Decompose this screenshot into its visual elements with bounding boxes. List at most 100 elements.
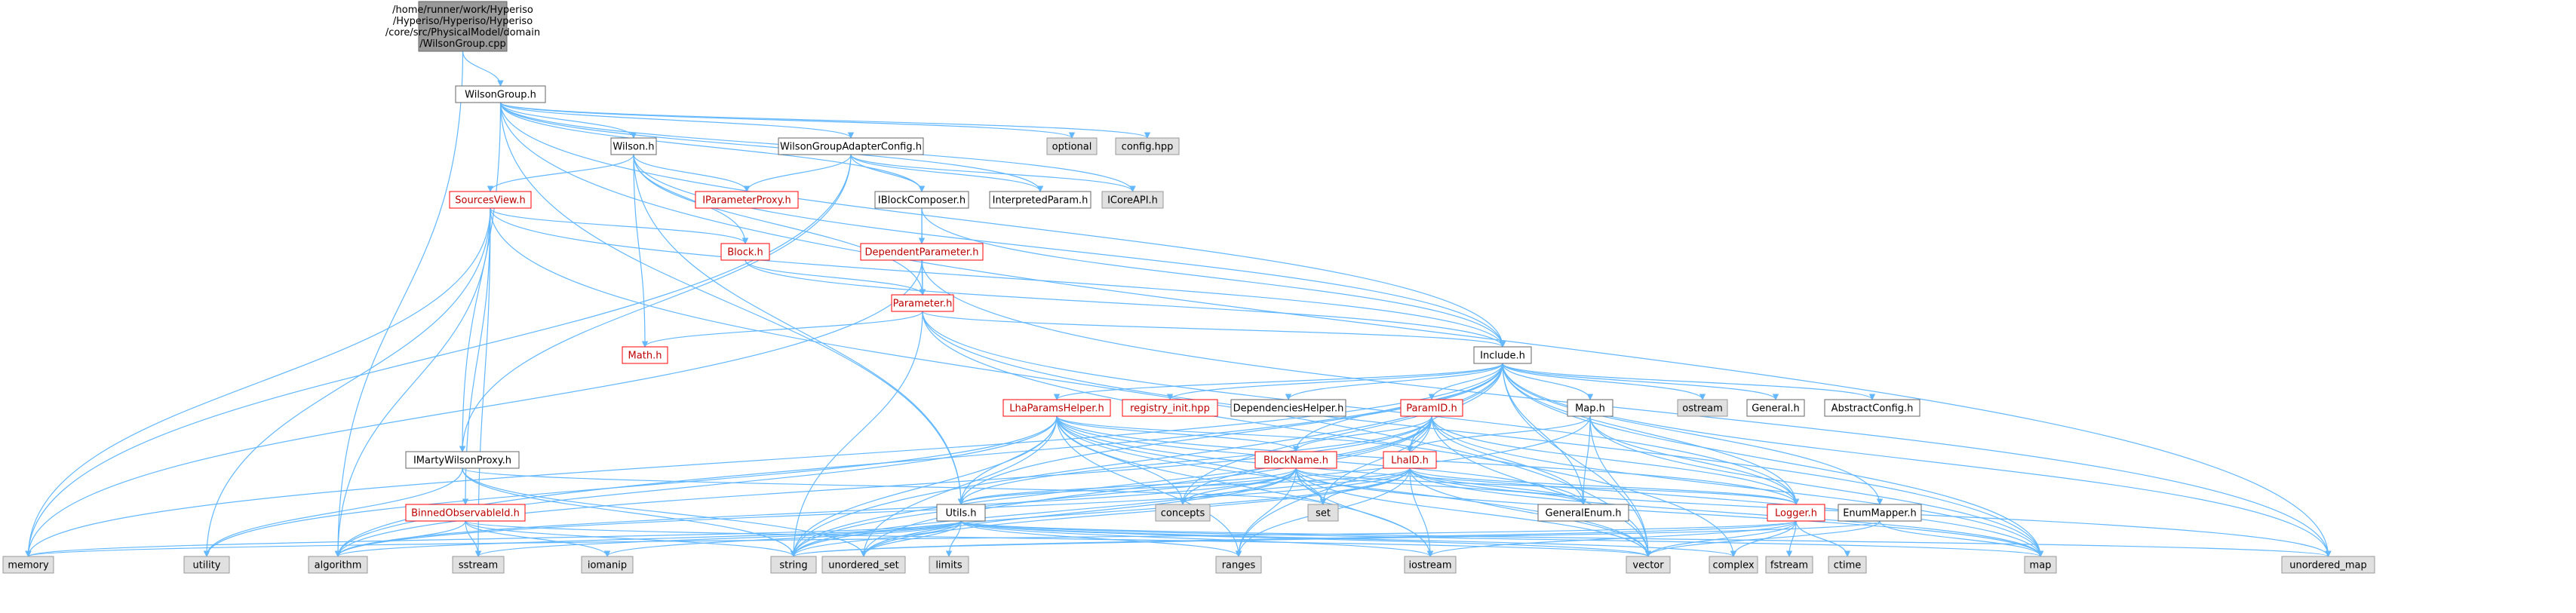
node-box xyxy=(405,504,526,522)
node-dependentparameter-h[interactable]: DependentParameter.h xyxy=(860,243,984,261)
node-binnedobservableid-h[interactable]: BinnedObservableId.h xyxy=(405,504,526,522)
edge-wilsongroup_h-to-config_hpp xyxy=(499,102,1150,139)
node-registry-init-hpp[interactable]: registry_init.hpp xyxy=(1122,399,1218,417)
edge-wgac_h-to-iblockcomposer_h xyxy=(850,154,926,192)
node-label: utility xyxy=(193,560,221,572)
edge-imartywilsonproxy_h-to-set xyxy=(462,467,1326,505)
edge-lhaid_h-to-iostream xyxy=(1409,467,1434,557)
node-label: ParamID.h xyxy=(1406,403,1457,415)
node-box xyxy=(610,137,657,155)
node-block-h[interactable]: Block.h xyxy=(720,243,770,261)
node-abstractconfig-h[interactable]: AbstractConfig.h xyxy=(1824,399,1920,417)
node-map: map xyxy=(2024,556,2057,574)
node-parameter-h[interactable]: Parameter.h xyxy=(891,294,954,312)
node-iostream: iostream xyxy=(1404,556,1457,574)
edge-wgac_h-to-imartywilsonproxy_h xyxy=(459,154,852,452)
node-generalenum-h[interactable]: GeneralEnum.h xyxy=(1537,504,1629,522)
node-enummapper-h[interactable]: EnumMapper.h xyxy=(1838,504,1922,522)
node-label: DependentParameter.h xyxy=(865,247,979,259)
edge-sourcesview_h-to-memory xyxy=(25,207,491,557)
node-box xyxy=(1828,556,1867,574)
edge-lhaparamshelper_h-to-concepts xyxy=(1056,415,1187,505)
edge-lhaparamshelper_h-to-string xyxy=(790,415,1058,557)
node-label: ICoreAPI.h xyxy=(1107,195,1158,207)
edge-paramid_h-to-lhaid_h xyxy=(1406,415,1432,452)
node-set: set xyxy=(1307,504,1339,522)
edge-paramid_h-to-blockname_h xyxy=(1292,415,1432,452)
edge-iblockcomposer_h-to-include_h xyxy=(921,207,1506,348)
edge-include_h-to-logger_h xyxy=(1502,363,1800,505)
node-include-h[interactable]: Include.h xyxy=(1473,346,1532,364)
edge-wilson_h-to-parameter_h xyxy=(633,154,926,296)
node-blockname-h[interactable]: BlockName.h xyxy=(1254,451,1337,469)
edge-blockname_h-to-logger_h xyxy=(1295,467,1799,505)
node-lhaparamshelper-h[interactable]: LhaParamsHelper.h xyxy=(1002,399,1111,417)
edge-include_h-to-enummapper_h xyxy=(1502,363,1884,505)
edge-map_h-to-lhaid_h xyxy=(1406,415,1591,452)
node-lhaid-h[interactable]: LhaID.h xyxy=(1383,451,1437,469)
node-box xyxy=(1155,504,1211,522)
node-wilsongroup-h[interactable]: WilsonGroup.h xyxy=(455,85,546,103)
edge-include_h-to-unordered_map xyxy=(1502,363,2332,557)
edge-include_h-to-concepts xyxy=(1179,363,1503,505)
node-math-h[interactable]: Math.h xyxy=(622,346,668,364)
node-label: LhaParamsHelper.h xyxy=(1009,403,1104,415)
node-label: algorithm xyxy=(315,560,362,572)
edge-parameter_h-to-include_h xyxy=(922,311,1506,348)
node-root[interactable]: /home/runner/work/Hyperiso/Hyperiso/Hype… xyxy=(385,1,540,52)
node-label: SourcesView.h xyxy=(455,195,525,207)
node-label: LhaID.h xyxy=(1391,455,1429,467)
edge-wilsongroup_h-to-include_h xyxy=(499,102,1506,348)
edge-utils_h-to-unordered_set xyxy=(860,520,962,557)
node-box xyxy=(720,243,770,261)
node-box xyxy=(1115,137,1180,155)
node-logger-h[interactable]: Logger.h xyxy=(1767,504,1825,522)
node-map-h[interactable]: Map.h xyxy=(1567,399,1613,417)
edge-sourcesview_h-to-include_h xyxy=(490,207,1506,348)
node-wgac-h[interactable]: WilsonGroupAdapterConfig.h xyxy=(778,137,924,155)
node-box xyxy=(449,191,532,209)
edge-wilsongroup_h-to-unordered_map xyxy=(499,102,2332,557)
edge-parameter_h-to-map xyxy=(922,311,2044,557)
edge-blockname_h-to-iostream xyxy=(1295,467,1434,557)
node-interpretedparam-h[interactable]: InterpretedParam.h xyxy=(989,191,1091,209)
edge-dependentparameter_h-to-memory xyxy=(25,259,923,557)
edge-wgac_h-to-memory xyxy=(25,154,852,557)
node-iparameterproxy-h[interactable]: IParameterProxy.h xyxy=(695,191,799,209)
edge-paramid_h-to-string xyxy=(790,415,1432,557)
node-label: string xyxy=(779,560,807,572)
edge-block_h-to-parameter_h xyxy=(745,259,926,296)
edge-blockname_h-to-unordered_set xyxy=(860,467,1297,557)
edge-lhaid_h-to-logger_h xyxy=(1409,467,1800,505)
node-label: /home/runner/work/Hyperiso xyxy=(392,5,533,16)
node-box xyxy=(1046,137,1098,155)
node-utils-h[interactable]: Utils.h xyxy=(936,504,986,522)
edge-utils_h-to-iomanip xyxy=(603,520,962,557)
edge-wgac_h-to-iparameterproxy_h xyxy=(743,154,852,192)
node-ostream: ostream xyxy=(1677,399,1728,417)
node-wilson-h[interactable]: Wilson.h xyxy=(610,137,657,155)
edge-binnedobservableid_h-to-iomanip xyxy=(465,520,611,557)
edge-block_h-to-include_h xyxy=(745,259,1506,348)
node-dependencieshelper-h[interactable]: DependenciesHelper.h xyxy=(1230,399,1346,417)
edge-lhaid_h-to-map xyxy=(1409,467,2044,557)
edge-utils_h-to-string xyxy=(790,520,962,557)
edge-root-to-wilsongroup_h xyxy=(462,51,504,87)
node-box xyxy=(455,85,546,103)
edge-lhaid_h-to-utils_h xyxy=(957,467,1411,505)
node-general-h[interactable]: General.h xyxy=(1746,399,1805,417)
edge-wilson_h-to-utils_h xyxy=(633,154,965,505)
node-imartywilsonproxy-h[interactable]: IMartyWilsonProxy.h xyxy=(405,451,520,469)
node-sourcesview-h[interactable]: SourcesView.h xyxy=(449,191,532,209)
node-label: Block.h xyxy=(727,247,763,259)
node-paramid-h[interactable]: ParamID.h xyxy=(1400,399,1463,417)
edge-utils_h-to-unordered_map xyxy=(960,520,2332,557)
edge-wilson_h-to-include_h xyxy=(633,154,1506,348)
node-iblockcomposer-h[interactable]: IBlockComposer.h xyxy=(874,191,969,209)
node-label: BlockName.h xyxy=(1263,455,1328,467)
node-complex: complex xyxy=(1709,556,1758,574)
node-box xyxy=(1473,346,1532,364)
node-label: WilsonGroup.h xyxy=(465,90,536,101)
edge-include_h-to-vector xyxy=(1502,363,1652,557)
node-label: fstream xyxy=(1770,560,1808,572)
